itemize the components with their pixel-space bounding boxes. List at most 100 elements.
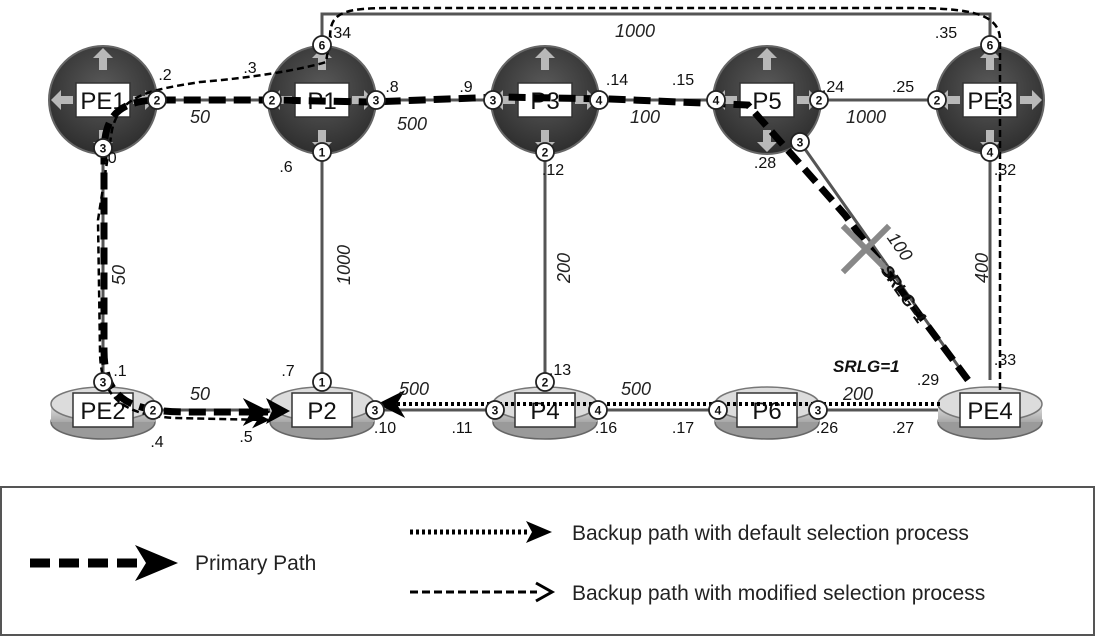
port-4: 4 <box>589 90 609 110</box>
interface-address: .17 <box>672 420 694 437</box>
svg-text:1: 1 <box>319 146 326 160</box>
legend-box <box>0 486 1095 636</box>
router-pe3: PE3 <box>935 45 1045 155</box>
port-2: 2 <box>535 142 555 162</box>
port-3: 3 <box>365 400 385 420</box>
legend: Primary Path Backup path with default se… <box>0 486 1095 636</box>
port-2: 2 <box>927 90 947 110</box>
svg-text:4: 4 <box>595 404 602 418</box>
svg-text:3: 3 <box>797 136 804 150</box>
port-1: 1 <box>312 372 332 392</box>
port-3: 3 <box>790 132 810 152</box>
interface-address: .13 <box>549 362 571 379</box>
router-label: P2 <box>307 398 336 425</box>
svg-text:2: 2 <box>269 94 276 108</box>
svg-text:2: 2 <box>816 94 823 108</box>
port-2: 2 <box>262 90 282 110</box>
svg-text:2: 2 <box>154 94 161 108</box>
router-p6: P6 <box>714 386 820 440</box>
svg-text:2: 2 <box>542 376 549 390</box>
interface-address: .3 <box>243 60 256 77</box>
svg-text:1: 1 <box>319 376 326 390</box>
link-metric: 1000 <box>334 245 354 285</box>
router-label: P5 <box>752 88 781 115</box>
svg-text:3: 3 <box>100 376 107 390</box>
interface-addresses: .2.3.34.8.9.14.15.24.25.35.0.6.12.28.32.… <box>103 25 1016 451</box>
interface-address: .34 <box>329 25 351 42</box>
interface-address: .16 <box>595 420 617 437</box>
router-pe2: PE2 <box>50 386 156 440</box>
router-label: PE4 <box>967 398 1012 425</box>
paths <box>96 6 1002 429</box>
svg-text:3: 3 <box>492 404 499 418</box>
link-p5-pe4 <box>798 141 970 381</box>
interface-address: .29 <box>917 372 939 389</box>
svg-text:3: 3 <box>815 404 822 418</box>
port-3: 3 <box>485 400 505 420</box>
link-metric: 400 <box>972 253 992 283</box>
primary-path <box>100 93 971 426</box>
svg-text:6: 6 <box>987 39 994 53</box>
primary-arrowhead <box>266 398 290 424</box>
interface-address: .0 <box>103 150 116 167</box>
port-1: 1 <box>312 142 332 162</box>
router-pe1: PE1 <box>48 45 158 155</box>
interface-address: .11 <box>451 420 472 437</box>
interface-address: .35 <box>935 25 957 42</box>
svg-text:4: 4 <box>713 94 720 108</box>
interface-address: .14 <box>606 72 628 89</box>
link-metric: 100 <box>883 229 917 265</box>
interface-address: .8 <box>385 79 398 96</box>
router-label-box <box>959 392 1021 428</box>
port-4: 4 <box>708 400 728 420</box>
port-2: 2 <box>143 400 163 420</box>
srlg-label-diagonal: SRLG=1 <box>877 261 931 326</box>
interface-address: .33 <box>994 352 1016 369</box>
port-2: 2 <box>535 372 555 392</box>
router-label: PE3 <box>967 88 1012 115</box>
svg-text:2: 2 <box>150 404 157 418</box>
interface-address: .7 <box>281 363 294 380</box>
legend-backup-default-label: Backup path with default selection proce… <box>572 522 969 545</box>
interface-ports: 2 3 2 3 1 6 3 4 2 4 2 3 2 6 4 3 1 2 3 3 4 2 4 3 <box>93 35 1000 420</box>
port-4: 4 <box>980 142 1000 162</box>
interface-address: .32 <box>994 162 1016 179</box>
link-metric: 500 <box>621 379 651 399</box>
svg-text:4: 4 <box>715 404 722 418</box>
interface-address: .24 <box>822 79 844 96</box>
legend-backup-modified-arrow-icon <box>535 581 556 603</box>
svg-text:3: 3 <box>372 404 379 418</box>
interface-address: .26 <box>816 420 838 437</box>
link-metric: 200 <box>554 253 574 284</box>
backup-modified-path <box>96 6 1002 429</box>
svg-text:3: 3 <box>100 142 107 156</box>
port-3: 3 <box>366 90 386 110</box>
interface-address: .28 <box>754 155 776 172</box>
link-metric: 1000 <box>846 107 886 127</box>
port-6: 6 <box>312 35 332 55</box>
svg-text:2: 2 <box>934 94 941 108</box>
interface-address: .27 <box>892 420 914 437</box>
link-p1-pe3-top <box>320 12 992 43</box>
interface-address: .6 <box>279 159 292 176</box>
interface-address: .2 <box>158 67 171 84</box>
link-metric: 1000 <box>615 21 655 41</box>
link-metric: 200 <box>842 384 873 404</box>
port-3: 3 <box>93 372 113 392</box>
link-metric: 50 <box>190 384 210 404</box>
port-3: 3 <box>93 138 113 158</box>
svg-text:6: 6 <box>319 39 326 53</box>
link-failure-x-icon <box>840 223 892 275</box>
router-p4: P4 <box>492 386 598 440</box>
interface-address: .12 <box>542 162 564 179</box>
port-3: 3 <box>808 400 828 420</box>
srlg-label-bottom: SRLG=1 <box>833 357 900 376</box>
link-metric: 50 <box>190 107 210 127</box>
router-label: P3 <box>530 88 559 115</box>
legend-backup-modified-label: Backup path with modified selection proc… <box>572 582 985 605</box>
svg-text:2: 2 <box>542 146 549 160</box>
svg-text:3: 3 <box>490 94 497 108</box>
